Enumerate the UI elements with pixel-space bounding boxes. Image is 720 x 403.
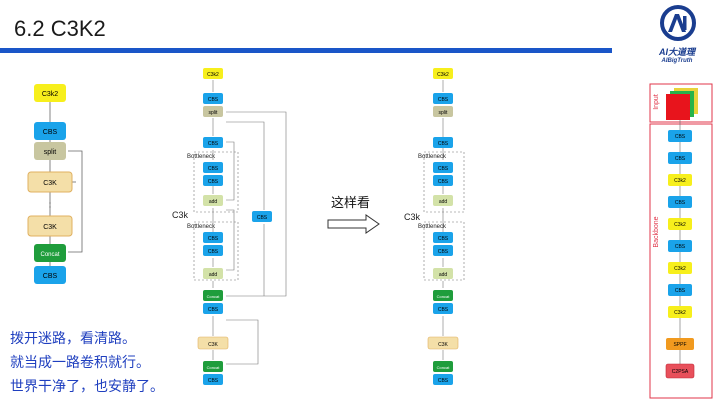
block-label: CBS bbox=[208, 307, 219, 313]
block-label: Concat bbox=[207, 365, 221, 370]
block-label: C2PSA bbox=[672, 369, 689, 375]
logo-mark-icon: AI bbox=[638, 4, 696, 41]
arrow-caption: 这样看 bbox=[331, 196, 371, 211]
input-image-icon bbox=[666, 88, 698, 120]
right-arrow-icon bbox=[327, 214, 380, 234]
block-label: CBS bbox=[208, 166, 219, 172]
block-label: C3k2 bbox=[674, 310, 686, 316]
block-label: Concat bbox=[207, 294, 221, 299]
note-line-2: 就当成一路卷积就行。 bbox=[10, 355, 150, 371]
block-label: CBS bbox=[208, 249, 219, 255]
c3k-detailed-blocks: C3k2 CBS split CBS CBS CBS add CBS CBS a… bbox=[197, 68, 272, 385]
block-label: SPPF bbox=[673, 342, 686, 348]
c3k2-simple-diagram: C3k2 CBS split C3K C3K Concat CBS bbox=[27, 84, 83, 284]
block-label: C3k2 bbox=[437, 72, 449, 78]
block-label: CBS bbox=[675, 156, 686, 162]
block-label: CBS bbox=[208, 97, 219, 103]
block-label: CBS bbox=[675, 288, 686, 294]
block-label: split bbox=[209, 110, 219, 116]
block-label: CBS bbox=[438, 249, 449, 255]
block-label: CBS bbox=[438, 236, 449, 242]
block-label: add bbox=[209, 272, 218, 278]
block-label: CBS bbox=[208, 236, 219, 242]
block-label: add bbox=[439, 199, 448, 205]
block-label: Concat bbox=[40, 252, 59, 258]
block-label: split bbox=[439, 110, 449, 116]
block-label: C3K bbox=[208, 342, 218, 348]
block-label: CBS bbox=[675, 244, 686, 250]
block-label: Concat bbox=[437, 294, 451, 299]
title-rule bbox=[0, 48, 612, 53]
block-label: CBS bbox=[675, 200, 686, 206]
backbone-blocks: CBS CBS C3k2 CBS C3k2 CBS C3k2 CBS C3k2 … bbox=[665, 130, 695, 379]
block-label: CBS bbox=[43, 273, 58, 280]
logo-subtitle: AIBigTruth bbox=[661, 58, 693, 64]
c3k-label-mid: C3k bbox=[172, 210, 189, 220]
block-label: CBS bbox=[438, 378, 449, 384]
block-label: C3k2 bbox=[674, 266, 686, 272]
note-line-3: 世界干净了，也安静了。 bbox=[10, 379, 164, 395]
block-label: add bbox=[439, 272, 448, 278]
block-label: CBS bbox=[675, 134, 686, 140]
bottleneck-label-2: Bottleneck bbox=[187, 224, 216, 230]
block-label: CBS bbox=[43, 129, 58, 136]
block-label: CBS bbox=[438, 97, 449, 103]
block-label: C3k2 bbox=[207, 72, 219, 78]
block-label: C3K bbox=[438, 342, 448, 348]
bottleneck-label-3: Bottleneck bbox=[418, 154, 447, 160]
logo-mark-text: AI bbox=[638, 4, 640, 5]
backbone-panel: Input Backbone CBS CBS C3k2 CBS C3k2 CBS… bbox=[649, 83, 713, 399]
block-label: C3k2 bbox=[674, 222, 686, 228]
block-label: C3k2 bbox=[674, 178, 686, 184]
block-label: CBS bbox=[208, 179, 219, 185]
block-label: add bbox=[209, 199, 218, 205]
block-label: CBS bbox=[438, 166, 449, 172]
block-label: C3K bbox=[43, 224, 57, 231]
block-label: C3k2 bbox=[42, 91, 58, 98]
logo-name: AI大道理 bbox=[658, 47, 695, 57]
block-label: CBS bbox=[208, 141, 219, 147]
block-label: CBS bbox=[208, 378, 219, 384]
block-label: CBS bbox=[438, 179, 449, 185]
block-label: CBS bbox=[438, 141, 449, 147]
block-label: Concat bbox=[437, 365, 451, 370]
backbone-section-label: Backbone bbox=[653, 216, 660, 247]
block-label: CBS bbox=[438, 307, 449, 313]
bottleneck-label-4: Bottleneck bbox=[418, 224, 447, 230]
logo: AI AI大道理 AIBigTruth bbox=[638, 4, 716, 66]
c3k-detailed-diagram: C3k2 CBS split CBS CBS CBS add CBS CBS a… bbox=[193, 68, 287, 385]
c3k-simplified-diagram: C3k2 CBS split CBS CBS CBS add CBS CBS a… bbox=[423, 68, 465, 385]
c3k2-simple-blocks: C3k2 CBS split C3K C3K Concat CBS bbox=[27, 84, 73, 284]
note-line-1: 拨开迷路，看清路。 bbox=[10, 331, 136, 347]
slide-title: 6.2 C3K2 bbox=[14, 16, 106, 41]
block-label: split bbox=[44, 149, 57, 156]
bottleneck-label-1: Bottleneck bbox=[187, 154, 216, 160]
block-label: C3K bbox=[43, 180, 57, 187]
input-section-label: Input bbox=[653, 94, 660, 110]
c3k-label-right: C3k bbox=[404, 212, 421, 222]
c3k-simplified-blocks: C3k2 CBS split CBS CBS CBS add CBS CBS a… bbox=[427, 68, 459, 385]
side-block-label: CBS bbox=[257, 215, 268, 221]
